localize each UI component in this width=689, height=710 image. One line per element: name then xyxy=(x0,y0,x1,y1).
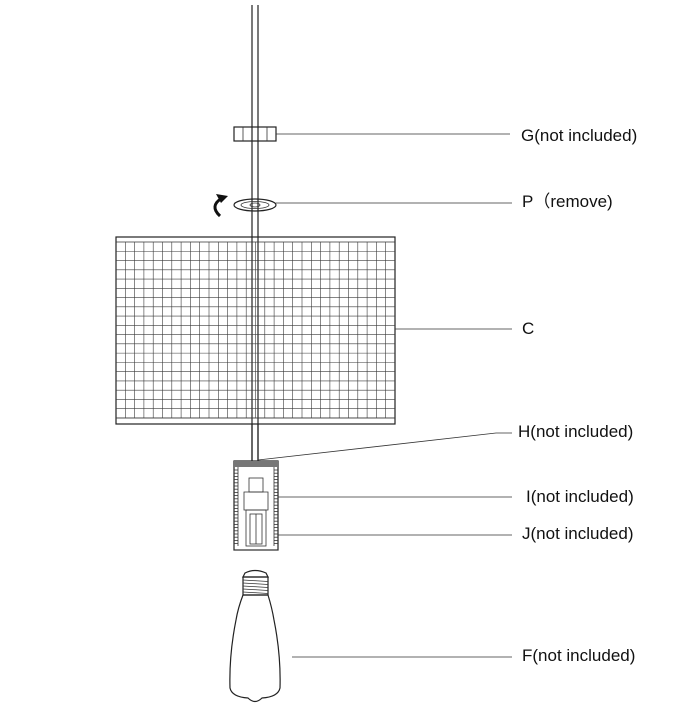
shade-grid-pattern xyxy=(116,242,395,419)
part-c-lamp-shade xyxy=(115,236,512,425)
label-h: H(not included) xyxy=(518,422,634,441)
part-f-light-bulb xyxy=(229,569,512,703)
label-i: I(not included) xyxy=(526,487,634,506)
label-p: P（remove) xyxy=(522,192,613,211)
label-f: F(not included) xyxy=(522,646,636,665)
bulb-thread-lines xyxy=(242,579,269,594)
hanging-cable xyxy=(251,5,259,462)
rotate-arrow-icon xyxy=(213,194,228,218)
part-g-cord-grip xyxy=(233,126,510,142)
label-j: J(not included) xyxy=(522,524,634,543)
label-g: G(not included) xyxy=(521,126,638,145)
part-p-ring-nut xyxy=(233,198,512,212)
label-c: C xyxy=(522,319,535,338)
holder-wall-hatching xyxy=(234,469,278,544)
part-h-i-j-lamp-holder xyxy=(233,432,512,551)
